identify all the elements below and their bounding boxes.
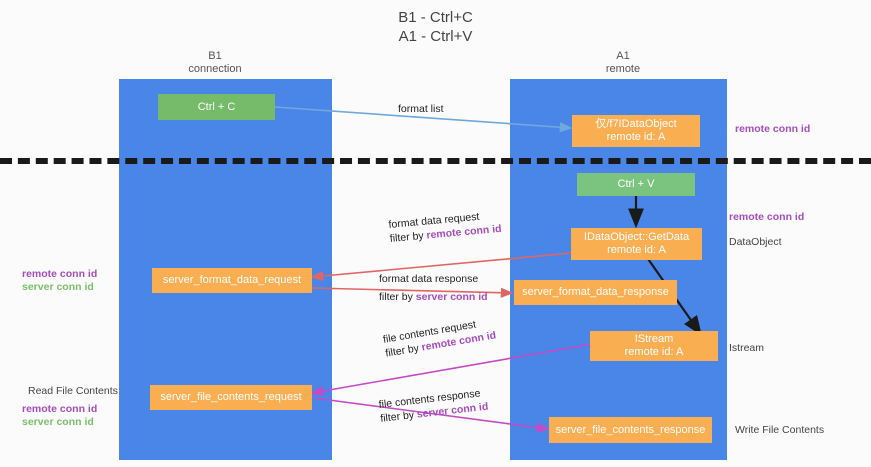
node-istream-sub: remote id: A (624, 346, 684, 358)
node-server-file-contents-response-label: server_file_contents_response (555, 423, 706, 436)
node-idataobject-getdata[interactable]: IDataObject::GetData remote id: A (571, 228, 702, 260)
annotation-right-remote-conn-id-1: remote conn id (735, 123, 811, 135)
node-istream[interactable]: IStream remote id: A (590, 331, 718, 361)
edge-label-file-contents-response: file contents response filter by server … (378, 386, 489, 426)
lane-header-a1: A1 remote (605, 50, 641, 75)
edge-label-format-data-request: format data request filter by remote con… (388, 208, 502, 246)
page-title: B1 - Ctrl+C A1 - Ctrl+V (398, 9, 473, 45)
annotation-left-remote-conn-id-2: remote conn id (22, 403, 98, 415)
node-istream-label: IStream (634, 333, 674, 345)
annotation-right-remote-conn-id-2: remote conn id (729, 211, 805, 223)
edge-label-format-list: format list (398, 102, 444, 116)
section-divider (0, 158, 871, 164)
lane-header-b1: B1 connection (188, 50, 242, 75)
node-server-format-data-response[interactable]: server_format_data_response (514, 280, 677, 305)
node-server-format-data-request[interactable]: server_format_data_request (152, 268, 312, 293)
filter-by-prefix: filter by (379, 408, 418, 425)
node-getdata-label: IDataObject::GetData (583, 231, 690, 243)
annotation-right-istream: Istream (729, 342, 765, 354)
node-ctrl-v[interactable]: Ctrl + V (577, 173, 695, 196)
server-conn-id-highlight: server conn id (415, 291, 488, 303)
annotation-left-server-conn-id-2: server conn id (22, 416, 94, 428)
filter-by-prefix: filter by (389, 229, 428, 245)
filter-by-prefix: filter by (379, 291, 416, 303)
node-server-file-contents-request[interactable]: server_file_contents_request (150, 385, 312, 410)
edge-label-file-contents-request: file contents request filter by remote c… (382, 315, 497, 361)
node-getdata-sub: remote id: A (607, 244, 666, 256)
annotation-left-remote-conn-id-1: remote conn id (22, 268, 98, 280)
node-ctrl-c-label: Ctrl + C (197, 100, 236, 113)
node-idataobject-sub: remote id: A (606, 131, 666, 143)
annotation-right-dataobject: DataObject (729, 236, 782, 248)
edge-label-format-data-response-line1: format data response (379, 273, 479, 285)
edge-label-format-data-response-line2: filter by server conn id (379, 290, 488, 304)
edge-label-format-list-text: format list (398, 103, 444, 115)
node-server-format-data-request-label: server_format_data_request (162, 274, 302, 286)
annotation-right-write-file-contents: Write File Contents (735, 424, 825, 436)
node-ctrl-v-label: Ctrl + V (617, 178, 655, 190)
node-server-file-contents-request-label: server_file_contents_request (160, 391, 302, 403)
node-server-format-data-response-label: server_format_data_response (522, 286, 669, 298)
node-server-file-contents-response[interactable]: server_file_contents_response (549, 417, 712, 443)
edge-label-format-data-response: format data response filter by server co… (379, 272, 488, 304)
node-idataobject[interactable]: 仅/f7IDataObject remote id: A (572, 115, 700, 147)
annotation-left-read-file-contents: Read File Contents (28, 385, 118, 397)
node-ctrl-c[interactable]: Ctrl + C (158, 94, 275, 120)
annotation-left-server-conn-id-1: server conn id (22, 281, 94, 293)
node-idataobject-label: 仅/f7IDataObject (595, 118, 677, 130)
